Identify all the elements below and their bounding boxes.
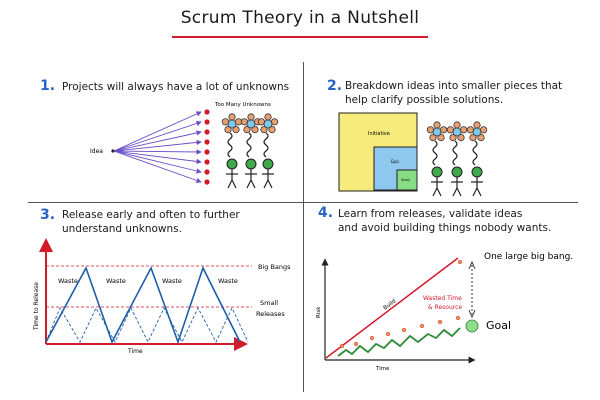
section-3-number: 3. — [40, 207, 56, 223]
panel-4-chart: Risk Time Build Wasted Time & Resource O… — [316, 252, 573, 372]
wasted-label-1: Wasted Time — [423, 295, 462, 302]
unknown-dot — [204, 159, 210, 165]
page-title: Scrum Theory in a Nutshell — [180, 8, 420, 28]
horizontal-divider — [28, 202, 578, 203]
person-3 — [258, 114, 278, 188]
goal-circle — [465, 319, 479, 333]
panel-1-diagram: Idea Too Many Unknowns — [90, 102, 278, 188]
release-spark — [457, 259, 463, 265]
idea-label: Idea — [90, 148, 103, 155]
person-1 — [222, 114, 242, 188]
small-releases-label-1: Small — [260, 299, 278, 307]
section-3-text-line2: understand unknowns. — [62, 223, 182, 235]
p3-x-axis-label: Time — [127, 348, 143, 355]
release-spark — [437, 319, 443, 325]
unknown-arrow — [113, 150, 202, 184]
unknown-arrow — [113, 150, 202, 174]
story-box — [396, 169, 418, 191]
p4-y-axis-label: Risk — [316, 306, 322, 318]
build-line — [325, 257, 459, 359]
waste-label-4: Waste — [218, 277, 238, 285]
goal-label: Goal — [486, 319, 511, 332]
section-2-text-line1: Breakdown ideas into smaller pieces that — [345, 80, 563, 92]
release-spark — [353, 341, 359, 347]
waste-label-2: Waste — [106, 277, 126, 285]
epic-box — [373, 146, 418, 191]
section-1-text: Projects will always have a lot of unkno… — [62, 81, 290, 93]
p4-x-axis-label: Time — [375, 366, 390, 372]
release-spark — [401, 327, 407, 333]
section-2-text-line2: help clarify possible solutions. — [345, 94, 504, 106]
panel-3-chart: Time to Release Time Big Bangs Small Rel… — [33, 238, 291, 355]
release-spark — [419, 323, 425, 329]
unknown-dot — [204, 169, 210, 175]
section-2-number: 2. — [327, 78, 343, 94]
release-sparks — [339, 259, 463, 349]
small-release-cycles — [45, 306, 249, 344]
unknown-dot — [204, 179, 210, 185]
unknown-dot — [204, 109, 210, 115]
waste-label-3: Waste — [162, 277, 182, 285]
vertical-divider — [303, 62, 304, 392]
big-bang-cycles — [45, 265, 241, 345]
wasted-label-2: & Resource — [428, 304, 462, 311]
unknown-arrow — [113, 150, 202, 165]
release-spark — [385, 331, 391, 337]
release-spark — [339, 343, 345, 349]
section-3-text-line1: Release early and often to further — [62, 209, 240, 221]
unknown-arrow — [113, 120, 202, 152]
release-spark — [455, 315, 461, 321]
section-4-text-line2: and avoid building things nobody wants. — [338, 222, 552, 234]
person-4 — [427, 122, 447, 196]
initiative-label: Initiative — [368, 131, 390, 137]
person-6 — [467, 122, 487, 196]
panel-2-diagram: Initiative Epic Story — [338, 112, 487, 196]
validated-releases-path — [337, 327, 461, 357]
big-bangs-label: Big Bangs — [258, 263, 291, 271]
section-4-text-line1: Learn from releases, validate ideas — [338, 208, 523, 220]
unknown-dot — [204, 129, 210, 135]
unknown-arrow — [113, 130, 202, 152]
epic-label: Epic — [391, 159, 399, 164]
release-spark — [369, 335, 375, 341]
person-2 — [241, 114, 261, 188]
unknown-dot — [204, 139, 210, 145]
unknown-arrow — [113, 111, 202, 152]
person-5 — [447, 122, 467, 196]
unknown-arrow — [113, 149, 202, 155]
small-releases-label-2: Releases — [256, 310, 285, 318]
p3-y-axis-label: Time to Release — [33, 282, 40, 331]
unknown-arrows — [113, 111, 202, 184]
unknown-dots — [204, 109, 210, 185]
idea-point — [111, 149, 115, 153]
waste-label-1: Waste — [58, 277, 78, 285]
unknowns-label: Too Many Unknowns — [214, 102, 271, 108]
title-underline — [172, 36, 428, 38]
unknown-dot — [204, 119, 210, 125]
unknown-arrow — [113, 139, 202, 152]
unknown-dot — [204, 149, 210, 155]
section-4-number: 4. — [318, 205, 334, 221]
section-1-number: 1. — [40, 78, 56, 94]
story-label: Story — [401, 178, 410, 182]
big-bang-label: One large big bang. — [484, 252, 573, 262]
